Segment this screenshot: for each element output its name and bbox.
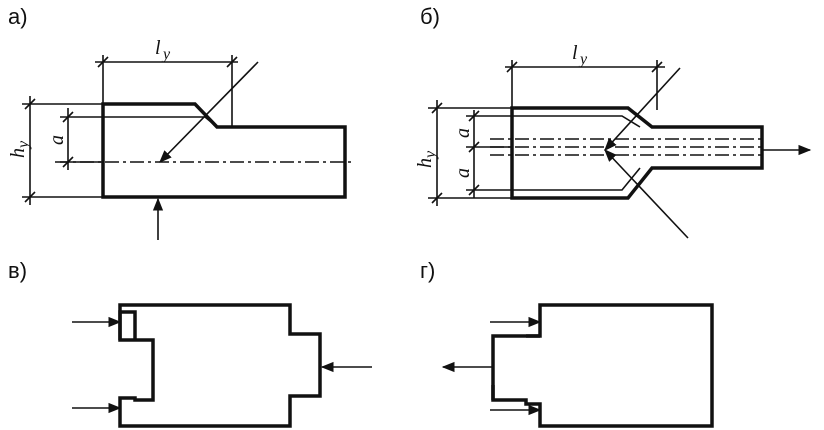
panel-b-height-label: h [414, 158, 436, 168]
panel-b: б) l y h y [414, 4, 812, 239]
panel-b-gap-label-1: a [452, 128, 474, 138]
panel-d-outline [491, 303, 714, 428]
panel-b-tick [431, 102, 443, 114]
panel-d: г) [420, 258, 714, 428]
panel-b-tick [468, 110, 480, 122]
panel-a-gap-label: a [46, 135, 68, 145]
panel-a-tick [24, 191, 36, 203]
panel-a-length-sub: y [161, 46, 171, 63]
panel-b-inner-bottom [512, 167, 641, 191]
panel-c-outline [118, 303, 322, 428]
panel-a-length-label: l [155, 37, 161, 59]
panel-b-height-sub: y [422, 150, 439, 160]
panel-b-length-label: l [572, 42, 578, 64]
panel-a-tick [62, 156, 74, 168]
panel-b-inner-top [512, 115, 641, 128]
panel-b-tick [651, 61, 663, 73]
panel-b-tick [431, 192, 443, 204]
panel-a-strut-line [159, 61, 259, 163]
panel-a-tick [24, 98, 36, 110]
panel-c-label: в) [8, 258, 27, 283]
panel-b-outline [510, 106, 764, 200]
panel-a-tick [97, 56, 109, 68]
panel-a-outline [101, 102, 347, 199]
panel-b-strut-top [604, 67, 681, 151]
panel-d-label: г) [420, 258, 435, 283]
panel-b-gap-label-2: a [452, 168, 474, 178]
panel-a-tick [62, 111, 74, 123]
panel-b-length-sub: y [578, 51, 588, 68]
panel-b-strut-bottom [604, 149, 689, 239]
panel-b-tick [468, 141, 480, 153]
panel-a-tick [226, 56, 238, 68]
panel-a-label: а) [8, 4, 28, 29]
panel-b-tick [468, 184, 480, 196]
panel-a-height-sub: y [15, 140, 32, 150]
panel-b-label: б) [420, 4, 440, 29]
panel-c-notch-top [118, 310, 137, 340]
panel-b-tick [506, 61, 518, 73]
panel-c: в) [8, 258, 372, 428]
panel-a: а) l y h y a [7, 4, 355, 240]
panel-a-height-label: h [7, 148, 29, 158]
